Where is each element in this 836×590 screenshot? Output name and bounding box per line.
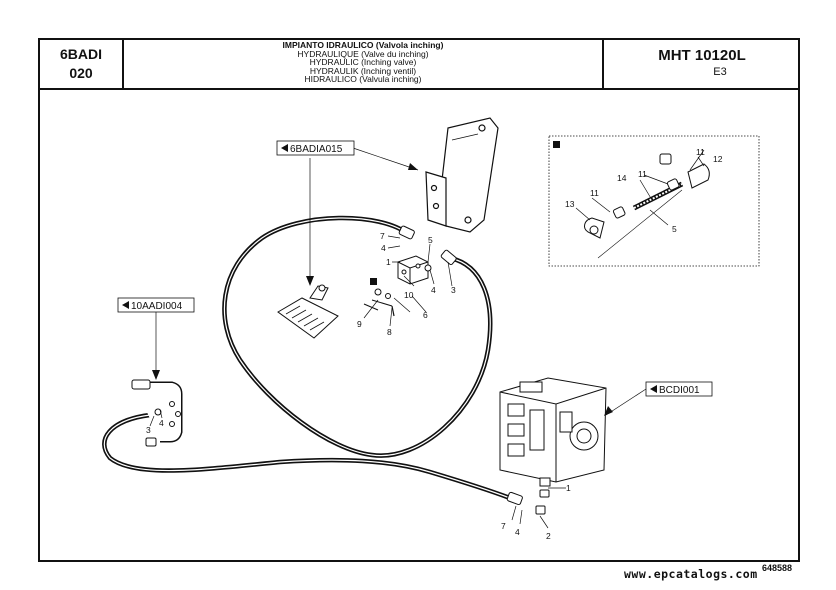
left-coupling [131, 379, 183, 447]
callout-10: 10 [404, 290, 414, 300]
group-code: 6BADI [59, 46, 102, 62]
callout-14: 14 [617, 173, 627, 183]
callout-3: 3 [451, 285, 456, 295]
ref-coupling: 10AADI004 [117, 297, 195, 313]
bottom-callouts: 1 7 4 2 [501, 483, 571, 541]
ref-pedal-label: 6BADIA015 [290, 144, 343, 155]
left-callouts: 3 4 [146, 418, 164, 435]
ref-pump-label: BCDI001 [659, 385, 700, 396]
leader-lines [149, 147, 705, 529]
title-spanish: HIDRAULICO (Valvula inching) [304, 74, 422, 85]
page-code: 020 [69, 65, 93, 81]
model-name: MHT 10120L [658, 47, 746, 64]
callout-4: 4 [381, 243, 386, 253]
hydraulic-pump [499, 377, 607, 515]
detail-callouts: 11 12 11 14 11 13 5 [565, 147, 723, 234]
header-model-cell: MHT 10120L E3 [604, 40, 800, 88]
title-french: HYDRAULIQUE (Valve du inching) [297, 48, 429, 59]
callout-4: 4 [431, 285, 436, 295]
drawing-frame: 6BADI 020 IMPIANTO IDRAULICO (Valvola in… [38, 38, 800, 562]
brake-pedal [277, 284, 339, 339]
watermark: www.epcatalogs.com [624, 567, 758, 581]
callout-4: 4 [159, 418, 164, 428]
square-marker [370, 278, 377, 285]
callout-5: 5 [672, 224, 677, 234]
title-german: HYDRAULIK (Inching ventil) [309, 65, 417, 76]
title-italian: IMPIANTO IDRAULICO (Valvola inching) [282, 40, 444, 50]
callout-4: 4 [515, 527, 520, 537]
header-title-cell: IMPIANTO IDRAULICO (Valvola inching) HYD… [124, 40, 604, 88]
ref-pedal: 6BADIA015 [276, 140, 355, 156]
callout-1: 1 [386, 257, 391, 267]
callout-9: 9 [357, 319, 362, 329]
main-hose [102, 215, 516, 503]
callout-11: 11 [638, 169, 647, 179]
callout-6: 6 [423, 310, 428, 320]
callout-2: 2 [546, 531, 551, 541]
callout-11: 11 [590, 188, 599, 198]
edition: E3 [713, 66, 727, 78]
header-code-cell: 6BADI 020 [40, 40, 124, 88]
callout-3: 3 [146, 425, 151, 435]
leader-arrows [152, 163, 613, 416]
pedal-bracket [425, 117, 499, 233]
callout-7: 7 [501, 521, 506, 531]
ref-coupling-label: 10AADI004 [131, 301, 183, 312]
title-english: HYDRAULIC (Inching valve) [309, 57, 417, 68]
callout-1: 1 [566, 483, 571, 493]
callout-7: 7 [380, 231, 385, 241]
valve-callouts: 7 4 1 5 4 3 10 6 9 8 [357, 231, 456, 337]
callout-13: 13 [565, 199, 575, 209]
callout-8: 8 [387, 327, 392, 337]
inching-valve [363, 255, 432, 317]
callout-12: 12 [713, 154, 723, 164]
hose-fittings [398, 225, 523, 506]
callout-5: 5 [428, 235, 433, 245]
ref-pump: BCDI001 [645, 381, 713, 397]
drawing-number: 648588 [762, 563, 793, 573]
callout-11: 11 [696, 147, 705, 157]
detail-inset [548, 135, 760, 267]
header-rule [40, 88, 798, 90]
